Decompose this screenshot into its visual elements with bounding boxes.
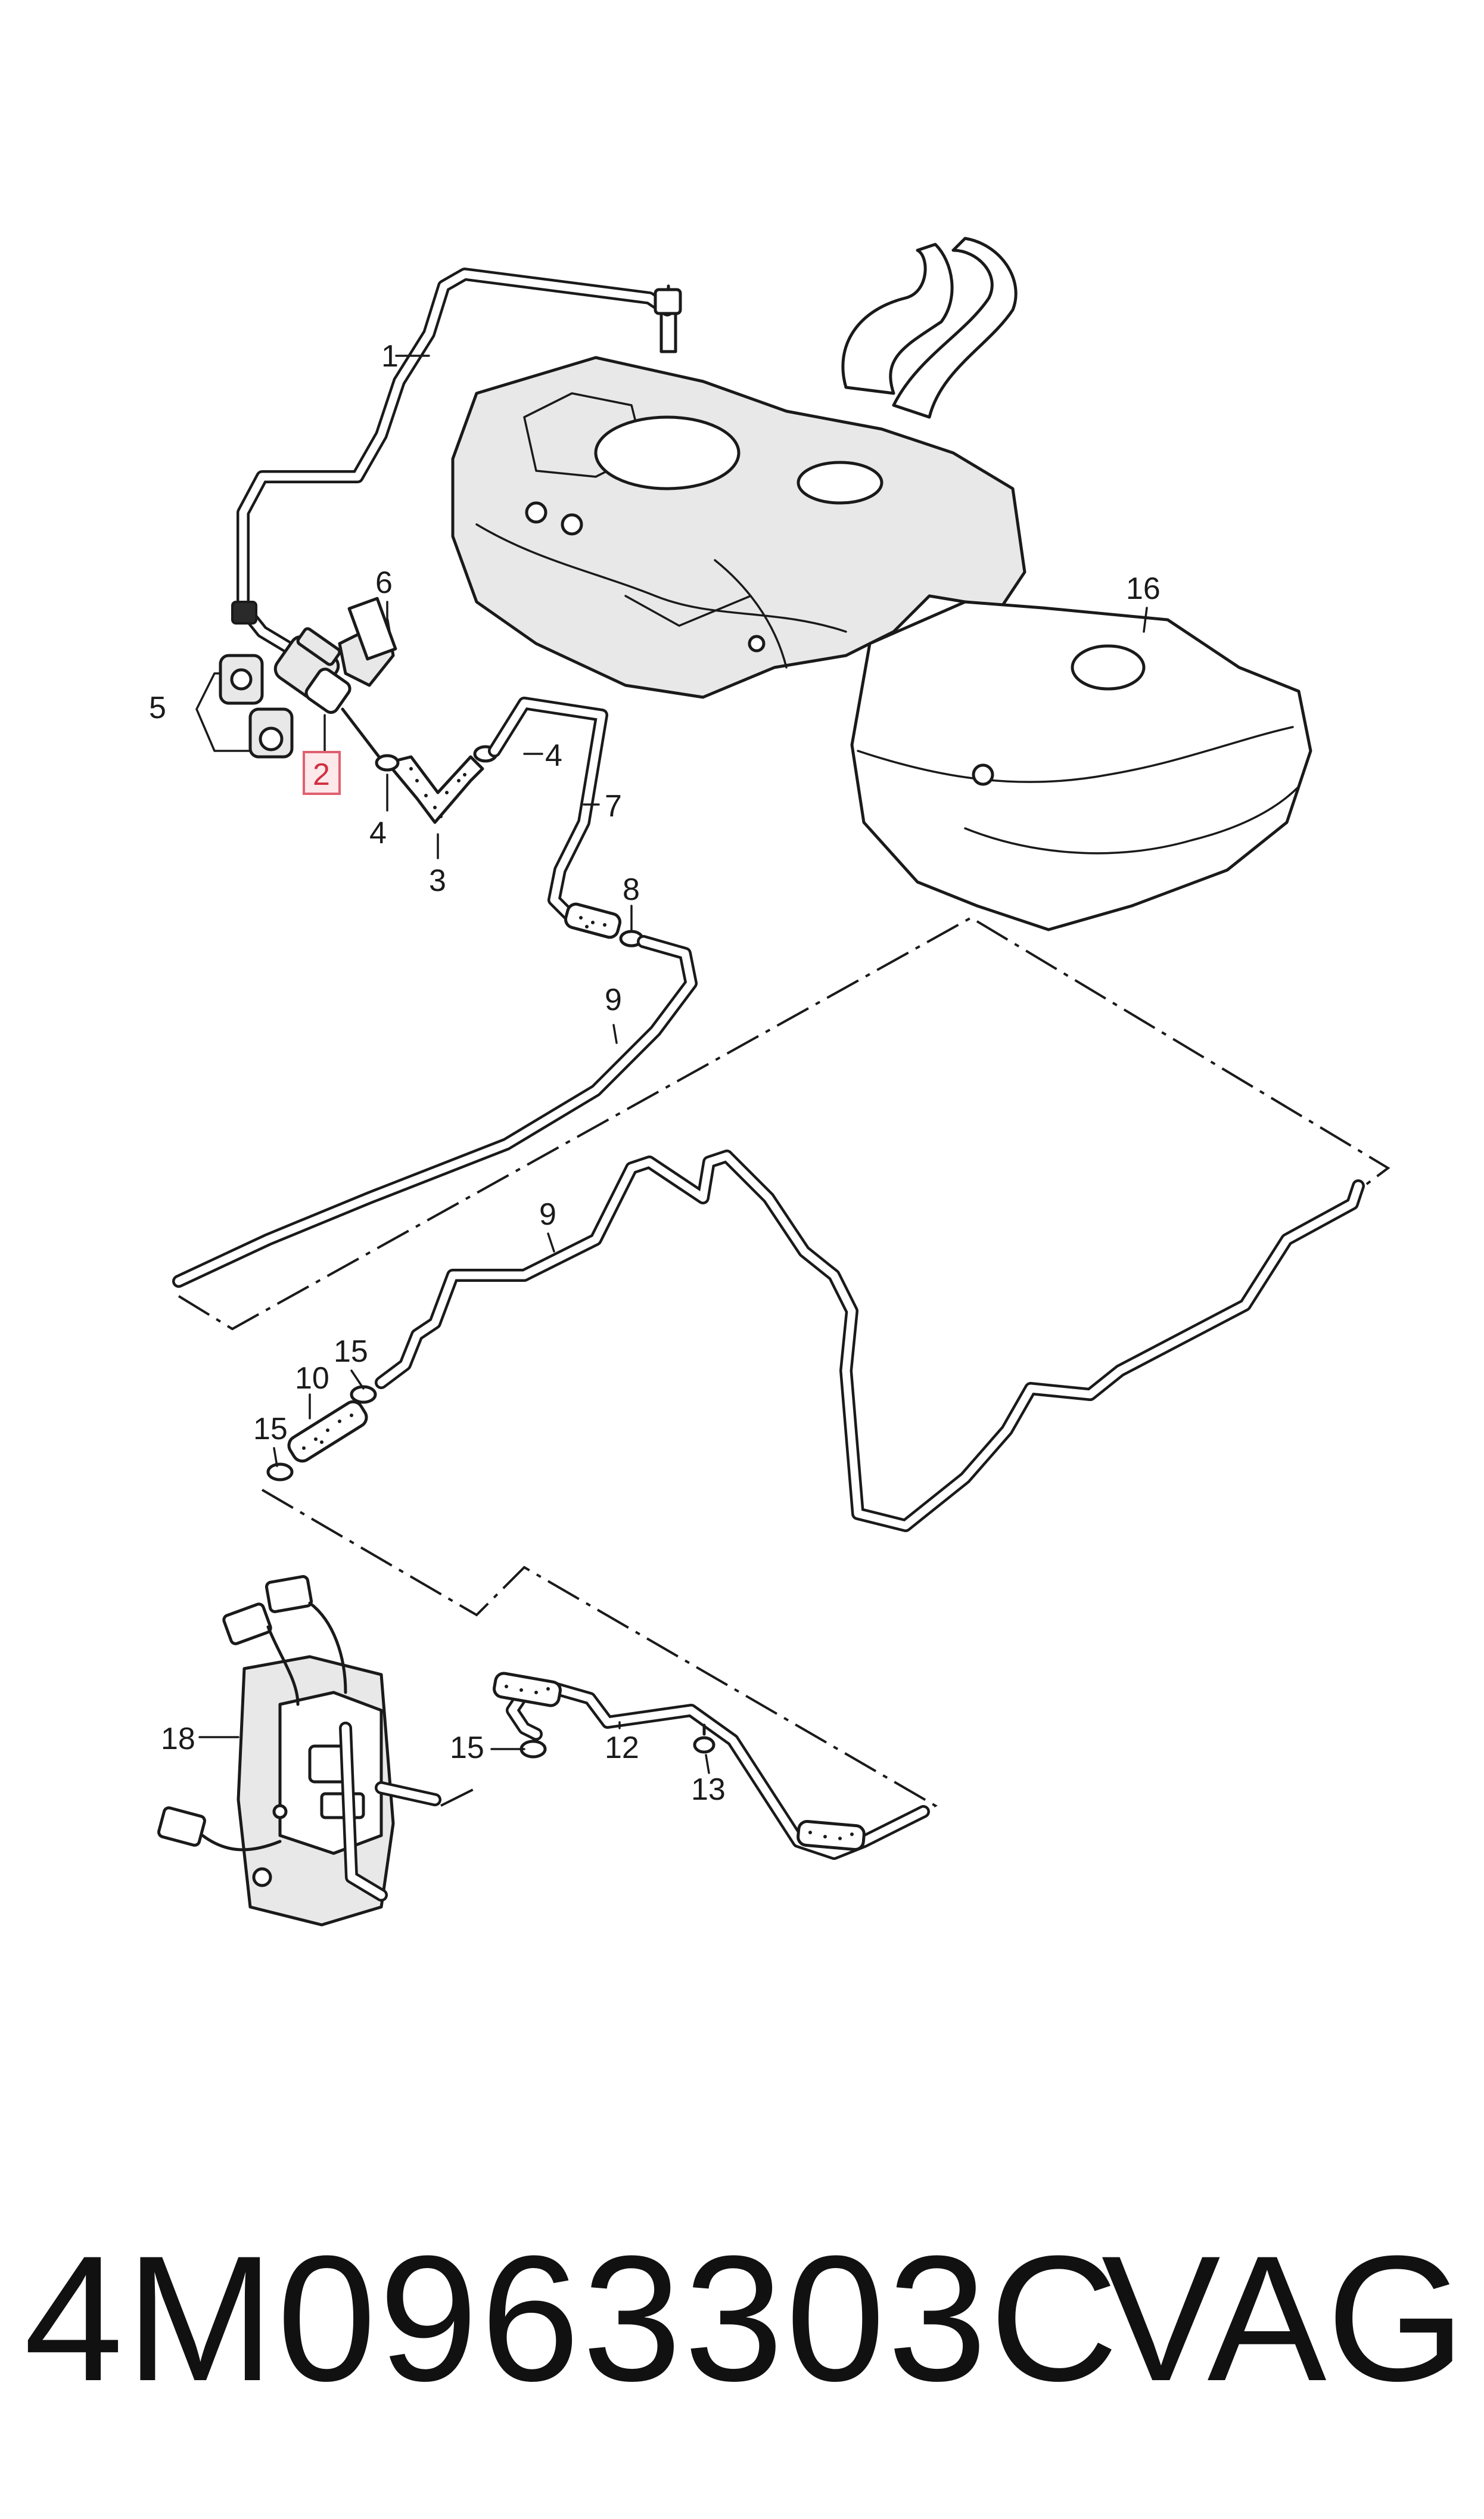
leader-5 <box>195 672 251 752</box>
footer: 4M0963303C VAG <box>24 2229 1466 2408</box>
brand-label: VAG <box>1101 2218 1466 2418</box>
fuel-line-9-lower[interactable] <box>375 1150 1365 1532</box>
callout-4-left: 4 <box>369 816 387 850</box>
hose-part-10[interactable] <box>285 1398 370 1465</box>
grommet-part-5-lower[interactable] <box>248 707 294 759</box>
callout-labels: 1 2 3 4 4 5 6 7 8 9 9 10 12 13 15 15 15 … <box>149 339 1161 1807</box>
fuel-line-7[interactable] <box>488 697 608 924</box>
callout-6: 6 <box>375 566 393 600</box>
clamp-part-15-lower[interactable] <box>266 1462 294 1481</box>
fuel-line-12[interactable] <box>506 1680 930 1860</box>
callout-12: 12 <box>605 1731 639 1765</box>
fuel-tank[interactable] <box>451 284 1312 931</box>
hose-part-12-section <box>493 1672 866 1852</box>
pump-module-part-18[interactable] <box>157 1575 441 1927</box>
callout-8: 8 <box>623 872 640 907</box>
callout-4-right: 4 <box>545 738 562 773</box>
fuel-line-1[interactable] <box>237 268 682 614</box>
callout-15-left: 15 <box>253 1412 288 1446</box>
callout-3: 3 <box>429 864 446 898</box>
highlight-box-2 <box>303 751 341 795</box>
clip-part-13[interactable] <box>693 1723 715 1754</box>
callout-2: 2 <box>313 757 330 792</box>
callout-16: 16 <box>1126 571 1161 606</box>
callout-10: 10 <box>295 1361 329 1396</box>
bracket-part-6[interactable] <box>338 597 397 687</box>
callout-9-lower: 9 <box>539 1197 556 1232</box>
callout-1: 1 <box>381 339 399 374</box>
callout-7: 7 <box>605 789 622 824</box>
hose-part-3[interactable] <box>385 755 484 824</box>
part-number: 4M0963303C <box>24 2218 1121 2418</box>
fuel-line-9-upper[interactable] <box>172 935 698 1288</box>
connection-line-pump <box>440 1787 477 1807</box>
callout-15-bottom: 15 <box>450 1731 484 1765</box>
clamp-part-4-left[interactable] <box>375 754 400 772</box>
connection-line-upper <box>178 916 1390 1331</box>
callout-18: 18 <box>161 1722 195 1756</box>
filler-neck <box>841 237 1018 419</box>
leader-lines <box>198 355 1148 1774</box>
valve-part-2[interactable] <box>231 601 383 762</box>
grommet-part-5-upper[interactable] <box>219 654 264 705</box>
callout-9-upper: 9 <box>605 983 622 1017</box>
callout-5: 5 <box>149 691 166 725</box>
callout-15-upper: 15 <box>334 1334 368 1369</box>
hose-part-8[interactable] <box>564 902 644 948</box>
callout-13: 13 <box>691 1772 726 1807</box>
